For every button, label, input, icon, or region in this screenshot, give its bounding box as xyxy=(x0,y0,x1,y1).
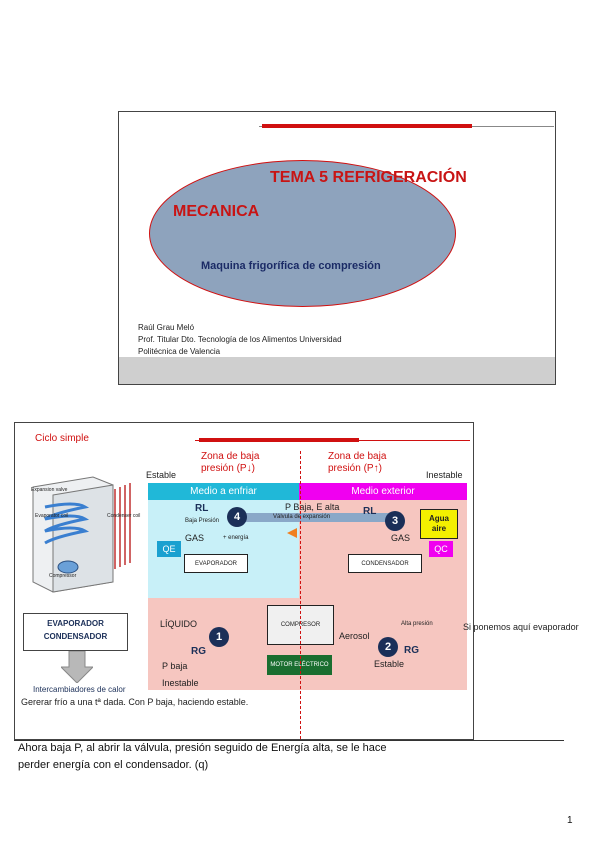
side-note: Si ponemos aquí evaporador xyxy=(463,622,579,632)
state-4-badge: 4 xyxy=(227,507,247,527)
motor-box: MOTOR ELÉCTRICO xyxy=(267,655,332,675)
fridge-label-4: Compressor xyxy=(49,573,77,579)
slide-title-line1: TEMA 5 REFRIGERACIÓN xyxy=(270,169,467,186)
fridge-label-3: Condenser coil xyxy=(107,513,141,519)
exchanger-legend-box: EVAPORADOR CONDENSADOR xyxy=(23,613,128,651)
refrigerator-illustration xyxy=(32,476,131,593)
state-2-badge: 2 xyxy=(378,637,398,657)
aerosol-label: Aerosol xyxy=(339,631,370,641)
title-slide: TEMA 5 REFRIGERACIÓN MECANICA Maquina fr… xyxy=(118,111,556,385)
inestable-top-label: Inestable xyxy=(426,470,463,480)
zone-high-label: Zona de baja presión (P↑) xyxy=(328,451,387,474)
author-block: Raúl Grau Meló Prof. Titular Dto. Tecnol… xyxy=(138,322,342,358)
legend-condensador: CONDENSADOR xyxy=(43,632,108,641)
page-number: 1 xyxy=(567,815,573,826)
medio-exterior-header: Medio exterior xyxy=(299,483,467,500)
author-position: Prof. Titular Dto. Tecnología de los Ali… xyxy=(138,335,342,344)
baja-presion-label: Baja Presión xyxy=(185,518,220,524)
valve-arrow-icon xyxy=(287,528,297,538)
valvula-label: Válvula de expansión xyxy=(273,514,331,520)
fridge-label-2: Evaporator coil xyxy=(35,513,69,519)
medio-enfriar-header: Medio a enfriar xyxy=(148,483,299,500)
cycle-slide: Ciclo simple Expansion valve Evaporator … xyxy=(14,422,474,740)
down-arrow-icon xyxy=(61,651,93,683)
slide-footer-shade xyxy=(119,357,555,384)
legend-evaporador: EVAPORADOR xyxy=(47,619,104,628)
rg-right-label: RG xyxy=(404,645,419,656)
estable-top-label: Estable xyxy=(146,470,177,480)
rl-right-label: RL xyxy=(363,506,377,517)
slide-red-bar xyxy=(262,124,472,128)
inestable-bottom-label: Inestable xyxy=(162,678,199,688)
alta-presion-label: Alta presión xyxy=(401,621,433,627)
p-baja-e-alta-label: P Baja, E alta xyxy=(285,502,340,512)
zone-low-label: Zona de baja presión (P↓) xyxy=(201,451,260,474)
rg-left-label: RG xyxy=(191,646,206,657)
slide-title-line2: MECANICA xyxy=(173,203,260,220)
energia-label: + energía xyxy=(223,535,249,541)
p-baja-label: P baja xyxy=(162,661,188,671)
pressure-divider xyxy=(300,451,301,739)
qc-badge: QC xyxy=(429,541,453,557)
handwritten-note: Ahora baja P, al abrir la válvula, presi… xyxy=(18,740,387,774)
gas-right-label: GAS xyxy=(391,533,411,543)
gas-left-label: GAS xyxy=(185,533,205,543)
rl-left-label: RL xyxy=(195,503,209,514)
author-name: Raúl Grau Meló xyxy=(138,323,195,332)
note-rule xyxy=(14,740,564,741)
intercambiadores-label: Intercambiadores de calor xyxy=(33,685,126,694)
generar-text: Gererar frío a una tª dada. Con P baja, … xyxy=(21,697,249,707)
note-line-1: Ahora baja P, al abrir la válvula, presi… xyxy=(18,742,387,754)
state-3-badge: 3 xyxy=(385,511,405,531)
expansion-pipe xyxy=(237,513,397,522)
state-1-badge: 1 xyxy=(209,627,229,647)
qe-badge: QE xyxy=(157,541,181,557)
cycle-top-line xyxy=(195,440,470,441)
evaporador-box: EVAPORADOR xyxy=(184,554,248,573)
title-ellipse xyxy=(149,160,456,307)
author-university: Politécnica de Valencia xyxy=(138,347,221,356)
estable-bottom-label: Estable xyxy=(374,659,405,669)
agua-aire-box: Agua aire xyxy=(420,509,458,539)
fridge-label-1: Expansion valve xyxy=(31,487,68,493)
liquido-label: LÍQUIDO xyxy=(160,619,198,629)
note-line-2: perder energía con el condensador. (q) xyxy=(18,759,209,771)
slide-subtitle: Maquina frigorífica de compresión xyxy=(201,260,381,272)
cycle-title: Ciclo simple xyxy=(35,433,89,444)
condensador-box: CONDENSADOR xyxy=(348,554,422,573)
